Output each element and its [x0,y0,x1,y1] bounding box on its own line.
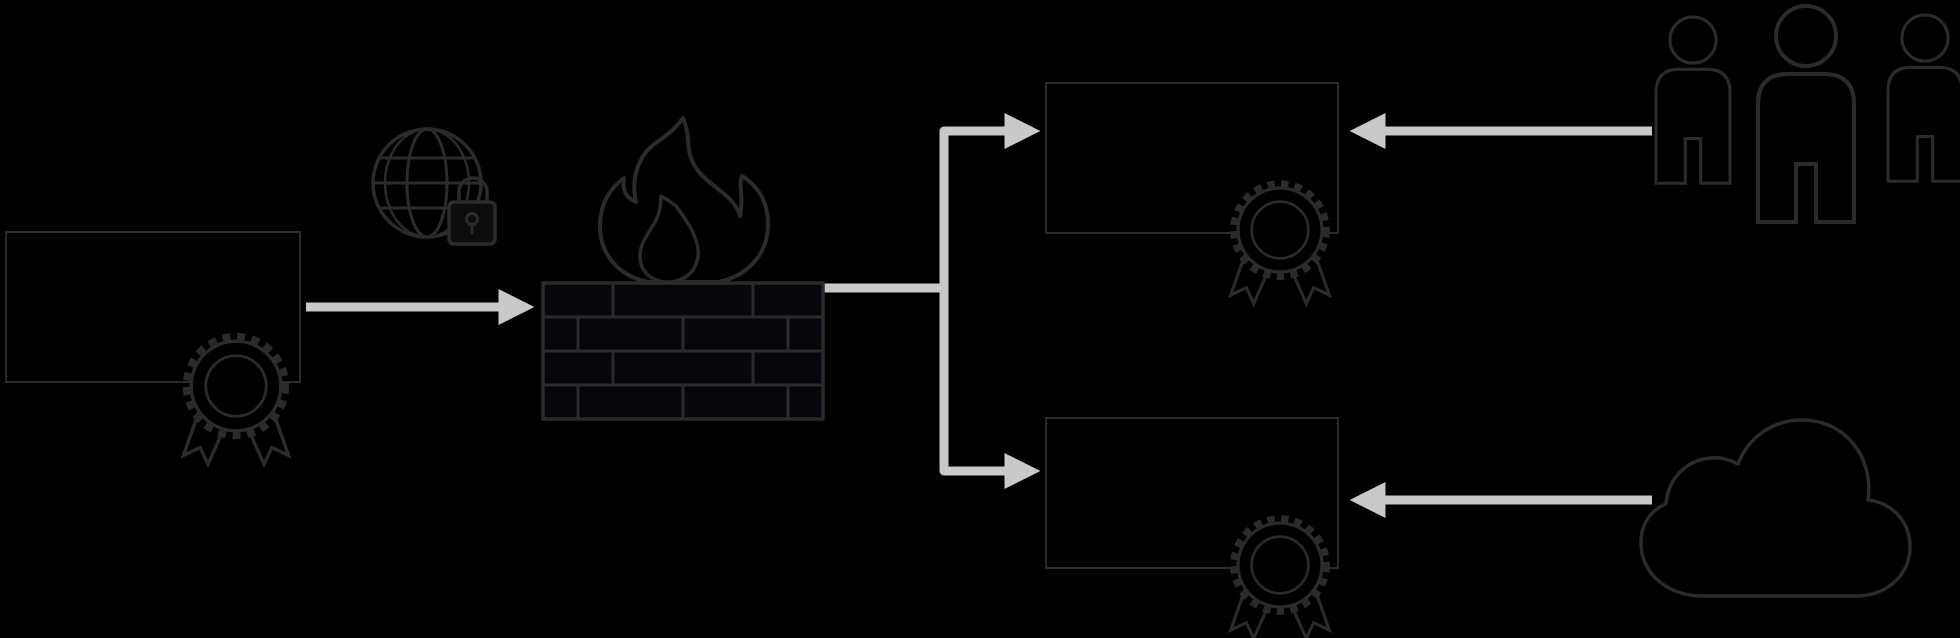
arrow-branch-to-upper-box [939,113,1041,288]
globe-meridian-outer [383,127,471,239]
firewall-icon [541,116,825,421]
source-box-rectangle [5,231,301,383]
lower-box-rectangle [1045,417,1339,569]
person-icon-left [1654,15,1732,185]
flame-inner [638,194,700,284]
certificate-badge-icon [1231,184,1330,304]
upper-box-rectangle [1045,82,1339,234]
certificate-badge-icon [1231,519,1330,638]
arrow-branch-to-lower-box [939,288,1041,489]
person-icon-right [1886,13,1960,183]
cloud-icon [1639,418,1912,598]
padlock-icon [447,176,497,246]
upper-box-node [1045,82,1339,304]
brick-wall [541,281,825,421]
padlock-shackle [457,176,489,203]
certificate-badge-icon [183,337,288,465]
branch-connector [823,113,1041,489]
globe-padlock-icon [371,127,497,246]
lower-box-node [1045,417,1339,638]
person-icon-center [1756,4,1856,224]
brick-seams-odd-rows [611,283,755,385]
user-group-icon [1654,4,1960,224]
source-box-node [5,231,301,465]
brick-seams-even-rows [576,317,790,419]
